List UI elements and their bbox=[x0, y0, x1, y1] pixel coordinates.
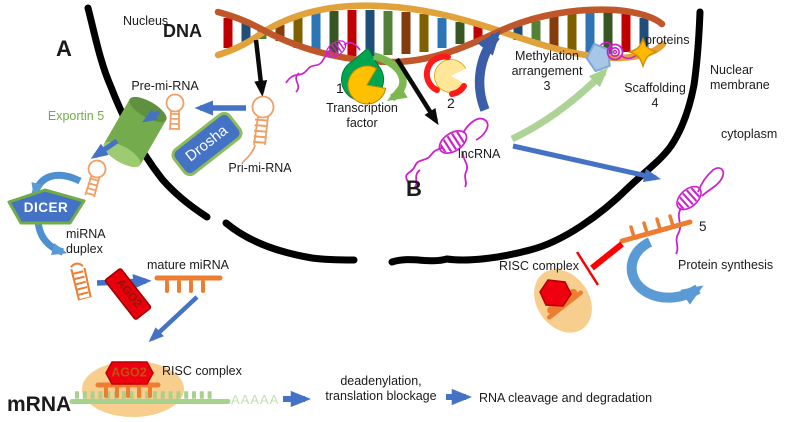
ago2-left-box bbox=[104, 268, 152, 320]
mirna-duplex-shape bbox=[70, 262, 92, 301]
mature-mirna-comb bbox=[154, 275, 223, 293]
mature-to-risc-arrow bbox=[148, 295, 199, 343]
protein-synthesis-label: Protein synthesis bbox=[678, 258, 774, 272]
mrna-strand bbox=[69, 391, 231, 404]
dna-base-pairs bbox=[223, 10, 649, 56]
guide-mirna-comb bbox=[95, 382, 161, 398]
step2-label: 2 bbox=[447, 95, 455, 111]
step5-label: 5 bbox=[699, 219, 707, 234]
ago2-right-hexagon bbox=[539, 279, 572, 307]
inhibition-bar bbox=[575, 241, 624, 286]
mature-mirna-label: mature miRNA bbox=[147, 258, 229, 272]
step2-protein bbox=[423, 53, 469, 97]
lncrna-export-arrow bbox=[512, 143, 661, 183]
lncrna-nuclear bbox=[405, 117, 489, 189]
dna-helix bbox=[214, 2, 667, 66]
scaffolding-label: Scaffolding 4 bbox=[624, 81, 686, 110]
pri-mi-rna-label: Pri-mi-RNA bbox=[228, 161, 292, 175]
lncrna-to-scaffold-arrow bbox=[510, 67, 609, 143]
sponged-mirna-comb bbox=[619, 214, 693, 244]
deadenylation-label: deadenylation, translation blockage bbox=[325, 374, 437, 403]
ago2-bottom-hexagon bbox=[105, 361, 154, 385]
step1-label: 1 bbox=[336, 80, 344, 96]
transcription-factor-label: Transcription factor bbox=[326, 101, 398, 130]
mrna-label: mRNA bbox=[7, 393, 72, 416]
panel-a-label: A bbox=[56, 36, 72, 61]
exportin5-channel bbox=[103, 96, 167, 168]
cytoplasmic-pre-mirna-hairpin bbox=[84, 159, 107, 198]
drosha-box bbox=[171, 111, 243, 177]
dna-strand-dark bbox=[214, 6, 666, 66]
mirna-duplex-label: miRNA duplex bbox=[66, 227, 106, 256]
protein-synthesis-arrow bbox=[626, 237, 704, 305]
dicer-label: DICER bbox=[23, 199, 69, 215]
dna-to-primirna-arrow bbox=[253, 39, 268, 97]
transcription-factor-shape bbox=[347, 65, 387, 105]
dna-to-lncrna-arrow bbox=[395, 57, 439, 126]
risc-complex-right-label: RISC complex bbox=[499, 259, 579, 273]
ago2-bottom-label: AGO2 bbox=[111, 365, 147, 380]
risc-complex-bottom-label: RISC complex bbox=[162, 364, 242, 378]
exportin5-label: Exportin 5 bbox=[47, 109, 105, 123]
step1-activation-arrow bbox=[372, 52, 408, 102]
pri-mirna-hairpin bbox=[242, 95, 275, 163]
dicer-in-arrow bbox=[31, 171, 82, 199]
rna-cleavage-label: RNA cleavage and degradation bbox=[479, 391, 653, 405]
risc-complex-right bbox=[534, 269, 592, 333]
risc-complex-bottom bbox=[69, 361, 231, 417]
export-out-arrow bbox=[90, 138, 119, 159]
dna-label: DNA bbox=[163, 21, 202, 41]
nucleus-label: Nucleus bbox=[123, 14, 169, 28]
methylation-label: Methylation arrangement 3 bbox=[511, 49, 583, 93]
dicer-shape bbox=[7, 188, 86, 225]
scaffold-protein-star bbox=[627, 36, 659, 69]
pre-mi-rna-label: Pre-mi-RNA bbox=[131, 79, 199, 93]
methylation-arrow bbox=[474, 30, 501, 112]
cytoplasm-label: cytoplasm bbox=[721, 127, 778, 141]
pre-mirna-hairpin bbox=[165, 93, 185, 131]
lncrna-label: lncRNA bbox=[458, 147, 501, 161]
proteins-label: proteins bbox=[645, 33, 690, 47]
poly-a-tail-label: AAAAA bbox=[231, 392, 280, 407]
panel-b-label: B bbox=[406, 176, 422, 201]
lncrna-cytoplasmic bbox=[675, 167, 725, 255]
nuclear-membrane-label: Nuclear membrane bbox=[710, 63, 770, 92]
export-in-arrow bbox=[142, 109, 161, 123]
scaffold-rna-ball bbox=[606, 43, 624, 61]
